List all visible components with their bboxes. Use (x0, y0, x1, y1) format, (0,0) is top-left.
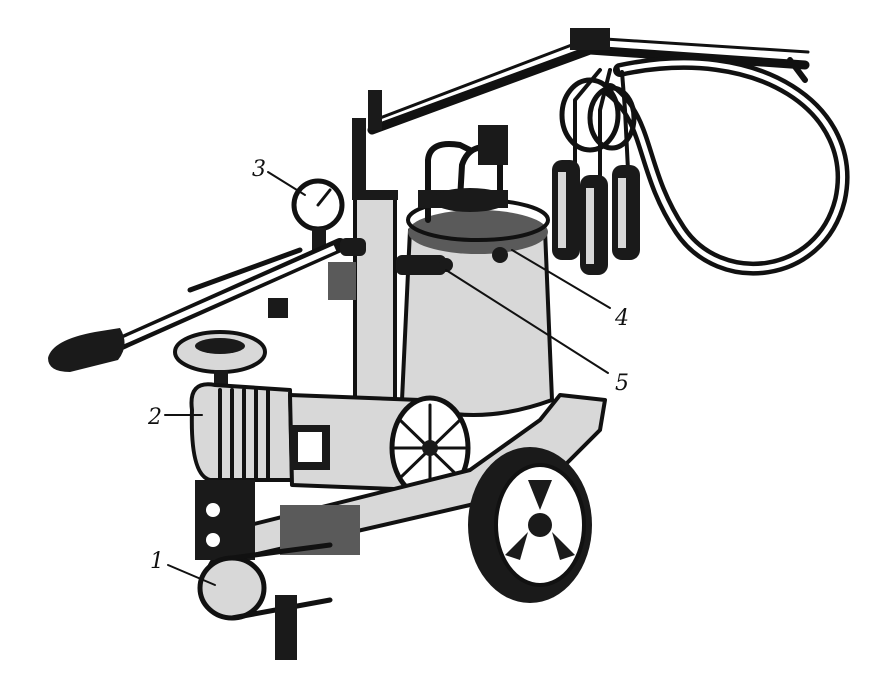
vacuum-pump (189, 382, 294, 482)
milk-can (400, 125, 554, 417)
wheel (468, 447, 592, 603)
push-handle (48, 238, 366, 372)
vacuum-valve (396, 255, 453, 275)
callout-4: 4 (614, 306, 629, 331)
overhead-beam (352, 28, 810, 198)
callout-1: 1 (150, 549, 164, 574)
frame-column (352, 190, 398, 407)
callout-2: 2 (147, 405, 162, 430)
receiver-tank (197, 542, 333, 660)
leader-lines (164, 171, 611, 586)
electric-motor (288, 393, 471, 501)
callout-3: 3 (252, 157, 266, 182)
callout-5: 5 (615, 371, 629, 396)
vacuum-gauge (291, 178, 345, 250)
vacuum-hose (603, 55, 850, 276)
teat-cup-cluster (552, 68, 640, 275)
regulator-knob (173, 330, 267, 392)
